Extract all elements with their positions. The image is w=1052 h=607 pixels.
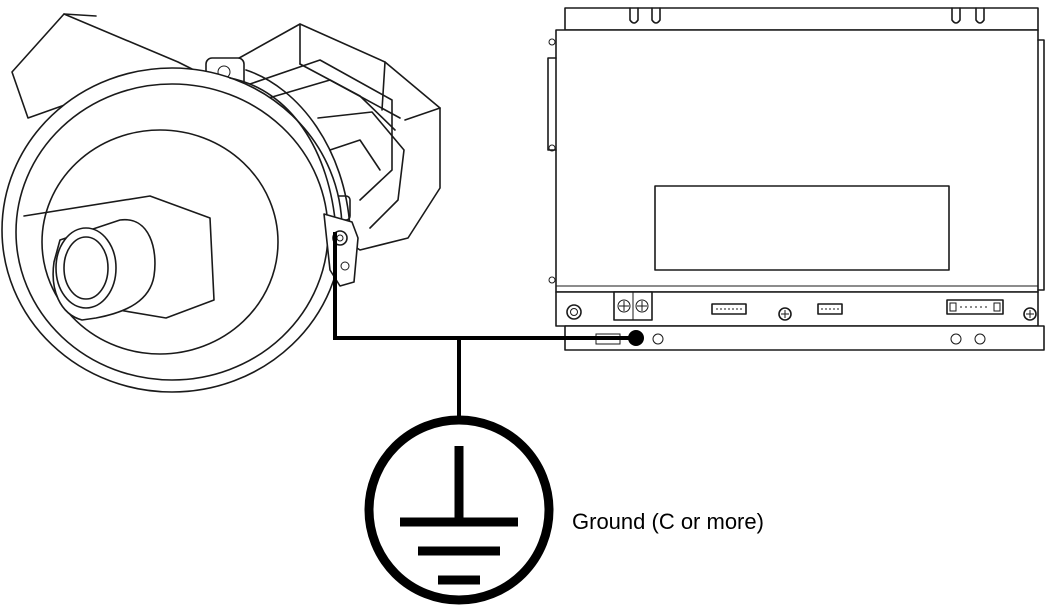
display-window xyxy=(654,185,950,271)
bottom-flange xyxy=(564,325,1045,351)
side-bracket xyxy=(547,57,557,151)
signal-connector-1 xyxy=(711,303,747,315)
controller-box xyxy=(547,7,1045,351)
ground-wire xyxy=(333,232,644,420)
terminal-knob xyxy=(566,304,582,320)
inlet-pipe xyxy=(52,219,156,321)
blower-unit xyxy=(1,13,441,393)
ground-symbol xyxy=(364,415,554,605)
ground-label: Ground (C or more) xyxy=(572,509,764,534)
mounting-screw-2 xyxy=(1023,307,1037,321)
mounting-screw-1 xyxy=(778,307,792,321)
top-flange xyxy=(564,7,1039,31)
signal-connector-2 xyxy=(817,303,843,315)
signal-connector-3 xyxy=(946,299,1004,315)
controller-ground-point xyxy=(628,330,644,346)
power-terminal-block xyxy=(613,291,653,321)
